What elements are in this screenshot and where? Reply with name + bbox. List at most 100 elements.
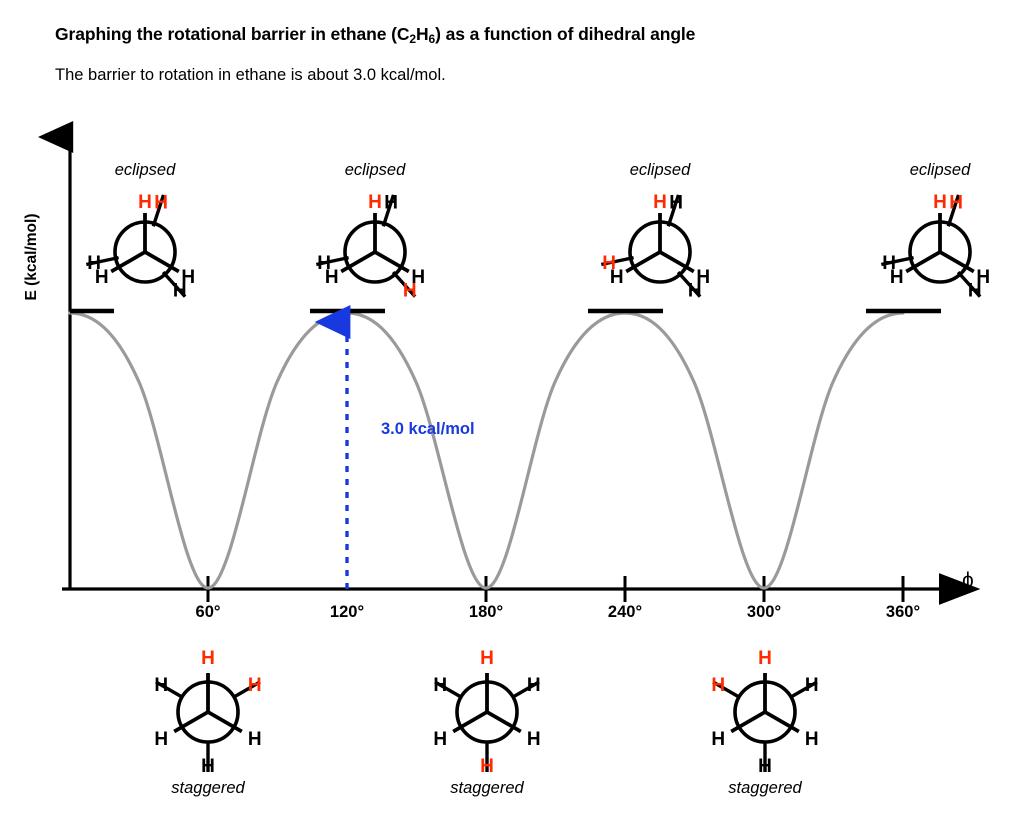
back-bond-2 [880, 255, 914, 267]
front-hydrogen-2: H [433, 729, 447, 750]
back-hydrogen-2: H [317, 253, 331, 274]
back-bond-1 [676, 270, 702, 298]
back-hydrogen-0: H [805, 675, 819, 696]
front-hydrogen-1: H [976, 267, 990, 288]
back-hydrogen-2: H [711, 675, 725, 696]
front-hydrogen-1: H [696, 267, 710, 288]
title-part-2: H [415, 24, 429, 44]
back-bond-0 [946, 194, 961, 227]
label-eclipsed-120: eclipsed [344, 161, 406, 179]
back-bond-1 [391, 270, 417, 298]
front-hydrogen-2: H [325, 267, 339, 288]
front-hydrogen-1: H [527, 729, 541, 750]
tick-label-360: 360° [885, 603, 921, 621]
back-hydrogen-1: H [173, 281, 187, 302]
front-hydrogen-1: H [411, 267, 425, 288]
x-axis-label: ϕ [962, 569, 974, 592]
tick-label-180: 180° [468, 603, 504, 621]
title-subscript-6: 6 [428, 32, 436, 46]
back-hydrogen-0: H [669, 193, 683, 214]
tick-label-240: 240° [607, 603, 643, 621]
back-hydrogen-2: H [882, 253, 896, 274]
back-bond-2 [85, 255, 119, 267]
front-bond-2 [905, 250, 941, 274]
front-bond-2 [452, 710, 488, 734]
title-part-1: Graphing the rotational barrier in ethan… [55, 24, 410, 44]
front-hydrogen-1: H [181, 267, 195, 288]
back-bond-0 [789, 680, 818, 699]
front-hydrogen-0: H [138, 192, 152, 213]
front-hydrogen-0: H [653, 192, 667, 213]
front-bond-1 [374, 250, 410, 274]
label-staggered-60: staggered [171, 779, 245, 797]
back-bond-2 [712, 680, 741, 699]
front-hydrogen-2: H [890, 267, 904, 288]
back-hydrogen-1: H [758, 756, 772, 777]
front-hydrogen-2: H [610, 267, 624, 288]
label-eclipsed-360: eclipsed [909, 161, 971, 179]
back-hydrogen-0: H [384, 193, 398, 214]
barrier-annotation-label: 3.0 kcal/mol [381, 420, 475, 438]
back-hydrogen-2: H [433, 675, 447, 696]
front-bond-1 [486, 710, 522, 734]
front-hydrogen-0: H [201, 650, 215, 669]
back-hydrogen-2: H [154, 675, 168, 696]
label-staggered-180: staggered [450, 779, 524, 797]
back-hydrogen-0: H [949, 193, 963, 214]
y-axis-label: E (kcal/mol) [23, 213, 40, 301]
label-eclipsed-0: eclipsed [114, 161, 176, 179]
back-bond-0 [232, 680, 261, 699]
back-hydrogen-0: H [248, 675, 262, 696]
front-bond-2 [730, 710, 766, 734]
back-hydrogen-1: H [403, 281, 417, 302]
tick-label-60: 60° [195, 603, 221, 621]
back-bond-2 [155, 680, 184, 699]
back-hydrogen-1: H [688, 281, 702, 302]
front-bond-1 [144, 250, 180, 274]
front-hydrogen-0: H [368, 192, 382, 213]
front-bond-2 [110, 250, 146, 274]
front-bond-1 [659, 250, 695, 274]
back-bond-0 [511, 680, 540, 699]
front-hydrogen-0: H [933, 192, 947, 213]
front-hydrogen-0: H [480, 650, 494, 669]
back-bond-1 [956, 270, 982, 298]
back-hydrogen-2: H [602, 253, 616, 274]
newman-projection-staggered-300: H H H H H H [700, 650, 830, 780]
front-hydrogen-2: H [95, 267, 109, 288]
back-bond-2 [434, 680, 463, 699]
front-hydrogen-1: H [248, 729, 262, 750]
title-subscript-2: 2 [409, 32, 416, 46]
back-hydrogen-0: H [527, 675, 541, 696]
tick-label-300: 300° [746, 603, 782, 621]
front-bond-1 [207, 710, 243, 734]
back-hydrogen-2: H [87, 253, 101, 274]
page-title: Graphing the rotational barrier in ethan… [55, 24, 695, 46]
front-hydrogen-0: H [758, 650, 772, 669]
back-bond-1 [161, 270, 187, 298]
front-bond-2 [173, 710, 209, 734]
front-bond-1 [764, 710, 800, 734]
front-hydrogen-1: H [805, 729, 819, 750]
back-hydrogen-1: H [968, 281, 982, 302]
tick-label-120: 120° [329, 603, 365, 621]
newman-projection-staggered-180: H H H H H H [422, 650, 552, 780]
back-hydrogen-1: H [201, 756, 215, 777]
title-part-3: ) as a function of dihedral angle [435, 24, 696, 44]
front-bond-2 [340, 250, 376, 274]
back-bond-2 [315, 255, 349, 267]
page-subtitle: The barrier to rotation in ethane is abo… [55, 66, 446, 84]
label-staggered-300: staggered [728, 779, 802, 797]
front-hydrogen-2: H [711, 729, 725, 750]
back-bond-0 [151, 194, 166, 227]
back-bond-0 [381, 194, 396, 227]
front-bond-2 [625, 250, 661, 274]
back-hydrogen-0: H [154, 193, 168, 214]
back-hydrogen-1: H [480, 756, 494, 777]
